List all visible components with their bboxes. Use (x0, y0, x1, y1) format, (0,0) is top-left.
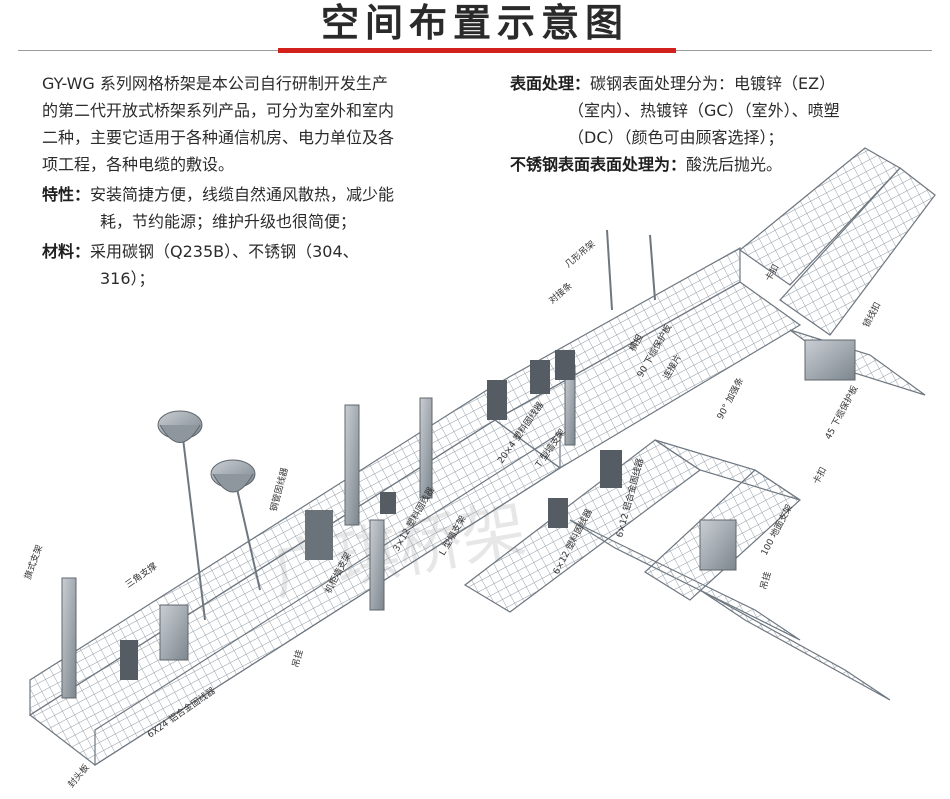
feature-line: 耗，节约能源；维护升级也很简便； (100, 212, 357, 231)
stainless-text: 酸洗后抛光。 (686, 155, 783, 174)
label-flag-bracket: 旗式支架 (22, 543, 46, 581)
material-line: 材料：采用碳钢（Q235B）、不锈钢（304、 (42, 238, 462, 265)
label-joint-strip: 对接条 (546, 280, 574, 307)
surface-line: 表面处理：碳钢表面处理分为：电镀锌（EZ） (510, 70, 930, 97)
label-clip-right: 卡扣 (810, 465, 829, 487)
material-line: 316）； (100, 269, 155, 288)
feature-text: 安装简捷方便，线缆自然通风散热，减少能 (90, 185, 395, 204)
surface-text: 碳钢表面处理分为：电镀锌（EZ） (590, 74, 836, 93)
stainless-label: 不锈钢表面表面处理为： (510, 155, 687, 174)
label-hanger-left: 吊挂 (289, 648, 305, 669)
intro-line: 二种，主要它适用于各种通信机房、电力单位及各 (42, 128, 395, 147)
intro-line: 的第二代开放式桥架系列产品，可分为室外和室内 (42, 101, 395, 120)
label-triangle-support: 三角支撑 (123, 560, 159, 590)
label-45-drop-plate: 45 下缆保护板 (822, 383, 860, 441)
label-lock-buckle: 锁线扣 (860, 300, 883, 329)
label-hanger-frame: 几形吊架 (562, 238, 597, 270)
page-title: 空间布置示意图 (320, 1, 629, 45)
intro-column: GY-WG 系列网格桥架是本公司自行研制开发生产 的第二代开放式桥架系列产品，可… (42, 70, 462, 292)
material-text: 采用碳钢（Q235B）、不锈钢（304、 (90, 242, 359, 261)
label-pipe-clamp: 钢管固线器 (267, 466, 290, 513)
surface-label: 表面处理： (510, 74, 591, 93)
label-90-reinforce: 90° 加强条 (714, 375, 746, 421)
tray-rising-run (739, 147, 936, 336)
label-end-plate: 封头板 (65, 762, 92, 790)
intro-line: GY-WG 系列网格桥架是本公司自行研制开发生产 (42, 74, 388, 93)
intro-line: 项工程，各种电缆的敷设。 (42, 155, 235, 174)
stainless-line: 不锈钢表面表面处理为：酸洗后抛光。 (510, 151, 930, 178)
surface-line: （DC）（颜色可由顾客选择）； (568, 128, 784, 147)
surface-column: 表面处理：碳钢表面处理分为：电镀锌（EZ） （室内）、热镀锌（GC）（室外）、喷… (510, 70, 930, 178)
wall-brackets (61, 339, 856, 699)
title-accent-bar (278, 48, 676, 53)
ceiling-hangers (157, 229, 656, 621)
feature-line: 特性：安装简捷方便，线缆自然通风散热，减少能 (42, 181, 462, 208)
feature-label: 特性： (42, 185, 91, 204)
label-hanger-right: 吊挂 (757, 570, 773, 591)
material-label: 材料： (42, 242, 91, 261)
surface-line: （室内）、热镀锌（GC）（室外）、喷塑 (568, 101, 840, 120)
cable-clamps (120, 350, 622, 680)
